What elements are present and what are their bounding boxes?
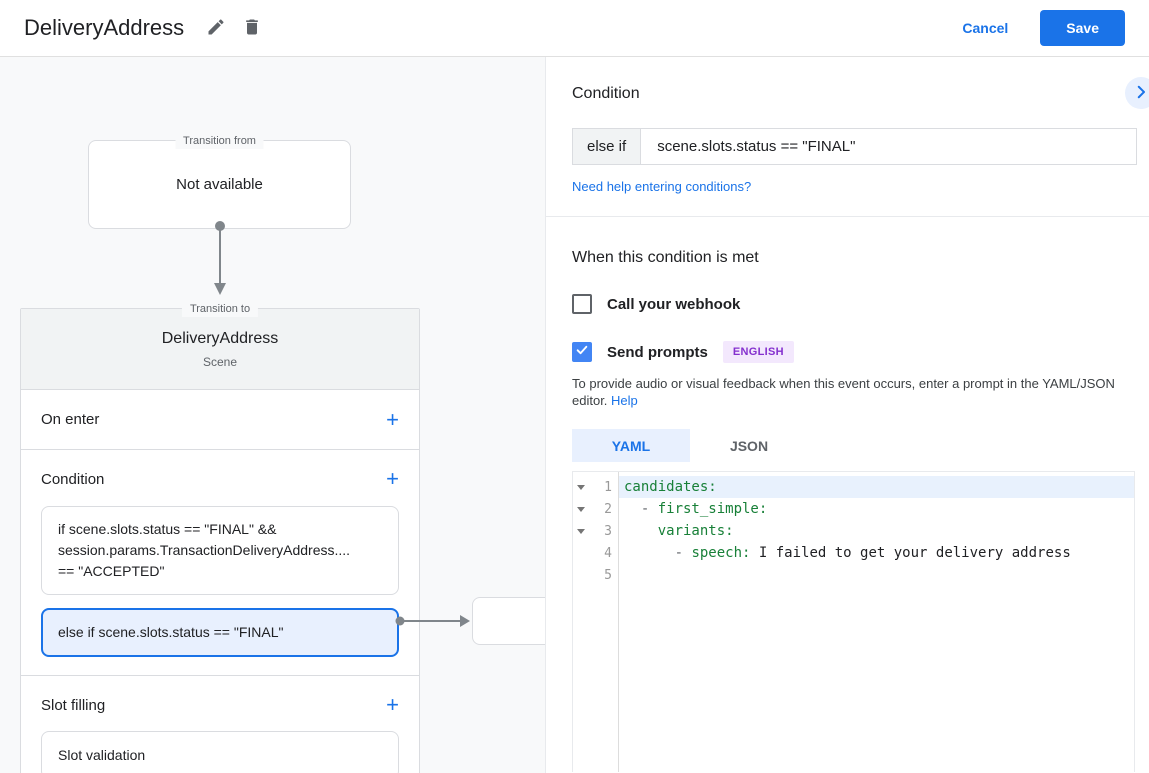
collapse-panel-button[interactable] — [1125, 77, 1149, 109]
fold-arrow-icon[interactable] — [577, 506, 585, 512]
checkmark-icon — [575, 343, 589, 362]
fold-arrow-icon[interactable] — [577, 528, 585, 534]
add-condition-icon[interactable]: + — [386, 466, 399, 491]
add-slot-icon[interactable]: + — [386, 692, 399, 717]
scene-type-label: Scene — [202, 355, 238, 369]
line-number: 5 — [604, 567, 612, 583]
tab-yaml[interactable]: YAML — [572, 429, 690, 462]
prompts-help-link[interactable]: Help — [611, 393, 638, 408]
code-line[interactable]: variants: — [657, 523, 734, 539]
slot-filling-section: Slot filling + Slot validation Transacti… — [21, 676, 419, 773]
call-webhook-label: Call your webhook — [607, 295, 741, 313]
top-bar: DeliveryAddress Cancel Save — [0, 0, 1149, 57]
slot-filling-section-label: Slot filling — [41, 696, 106, 714]
add-on-enter-icon[interactable]: + — [386, 406, 399, 432]
editor-gutter: 1 2 3 4 5 — [573, 472, 619, 772]
editor-code-area[interactable]: candidates: - first_simple: variants: - … — [619, 472, 1134, 772]
condition-expression-field: else if scene.slots.status == "FINAL" — [572, 128, 1137, 165]
gutter-row: 1 — [573, 476, 618, 498]
condition-item-if[interactable]: if scene.slots.status == "FINAL" && sess… — [41, 506, 399, 595]
condition-expression-input[interactable]: scene.slots.status == "FINAL" — [657, 138, 856, 155]
trash-icon — [242, 17, 262, 40]
transition-from-legend: Transition from — [175, 133, 264, 149]
line-number: 1 — [604, 479, 612, 495]
condition-item-else-if-selected[interactable]: else if scene.slots.status == "FINAL" — [41, 608, 399, 657]
page-title: DeliveryAddress — [24, 15, 185, 40]
condition-prefix: else if — [573, 129, 642, 164]
gutter-row: 2 — [573, 498, 618, 520]
delete-scene-button[interactable] — [234, 10, 270, 46]
yaml-code-editor[interactable]: 1 2 3 4 5 candidates: - first_simple: varian… — [572, 471, 1135, 772]
fold-arrow-icon[interactable] — [577, 484, 585, 490]
conditions-help-link[interactable]: Need help entering conditions? — [572, 179, 752, 194]
gutter-row: 4 — [573, 542, 618, 564]
prompts-description: To provide audio or visual feedback when… — [572, 375, 1135, 409]
code-line[interactable]: - speech: I failed to get your delivery … — [674, 545, 1071, 561]
code-line[interactable]: candidates: — [619, 476, 1134, 498]
chevron-right-icon — [1132, 83, 1149, 104]
condition-editor-panel: Condition else if scene.slots.status == … — [546, 57, 1149, 773]
call-webhook-checkbox[interactable] — [572, 294, 592, 314]
line-number: 3 — [604, 523, 612, 539]
webhook-row: Call your webhook — [572, 294, 1135, 314]
panel-title: Condition — [572, 85, 640, 102]
transition-from-box[interactable]: Transition from Not available — [88, 133, 351, 229]
scene-diagram-canvas: Transition from Not available Transition… — [0, 57, 546, 773]
code-line[interactable] — [619, 564, 1134, 586]
language-badge: ENGLISH — [722, 341, 794, 363]
gutter-row: 5 — [573, 564, 618, 586]
condition-section-label: Condition — [41, 470, 105, 488]
prompts-description-text: To provide audio or visual feedback when… — [572, 376, 1115, 408]
down-arrow-connector-icon — [214, 221, 226, 295]
code-line[interactable]: - first_simple: — [640, 501, 768, 517]
transition-from-content: Not available — [176, 176, 263, 193]
scene-card: Transition to DeliveryAddress Scene On e… — [20, 301, 420, 773]
on-enter-row: On enter + — [21, 390, 419, 450]
transition-target-box[interactable] — [472, 597, 545, 645]
send-prompts-checkbox[interactable] — [572, 342, 592, 362]
scene-card-header[interactable]: DeliveryAddress Scene — [21, 309, 419, 390]
right-arrow-connector-icon — [395, 615, 470, 627]
editor-format-tabs: YAML JSON — [572, 429, 1135, 462]
tab-json[interactable]: JSON — [729, 437, 769, 454]
edit-title-button[interactable] — [198, 10, 234, 46]
gutter-row: 3 — [573, 520, 618, 542]
send-prompts-row: Send prompts ENGLISH — [572, 341, 1135, 363]
slot-item-validation[interactable]: Slot validation — [41, 731, 399, 773]
panel-divider — [546, 216, 1149, 217]
line-number: 2 — [604, 501, 612, 517]
send-prompts-label: Send prompts — [607, 343, 708, 361]
on-enter-label: On enter — [41, 411, 100, 428]
condition-section: Condition + if scene.slots.status == "FI… — [21, 450, 419, 676]
when-condition-met-title: When this condition is met — [572, 249, 759, 266]
transition-to-legend: Transition to — [181, 301, 259, 317]
save-button[interactable]: Save — [1040, 10, 1125, 46]
pencil-icon — [206, 17, 226, 40]
cancel-button[interactable]: Cancel — [946, 11, 1024, 45]
line-number: 4 — [604, 545, 612, 561]
scene-name: DeliveryAddress — [161, 330, 279, 347]
